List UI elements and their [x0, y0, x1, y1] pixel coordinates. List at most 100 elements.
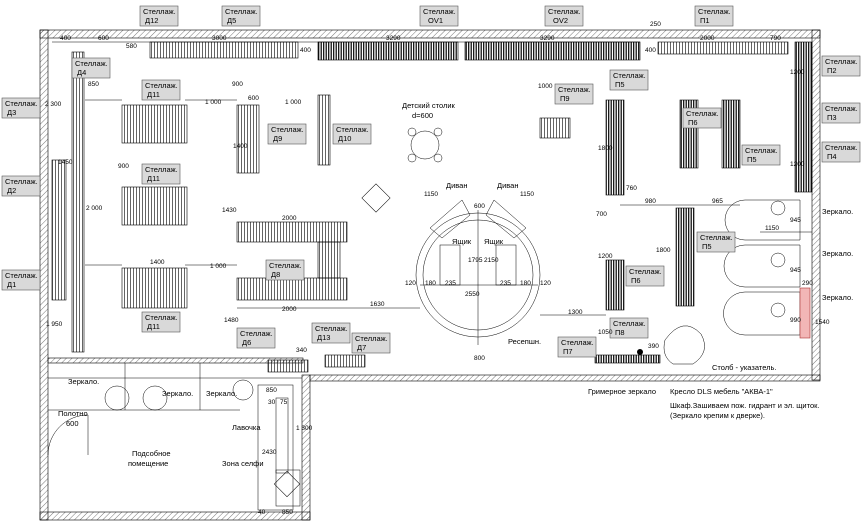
svg-text:Стеллаж.: Стеллаж.: [613, 71, 646, 80]
door-swing: [47, 414, 89, 456]
selfie-frame: [275, 469, 301, 507]
svg-text:Стеллаж.: Стеллаж.: [629, 267, 662, 276]
svg-text:1150: 1150: [765, 225, 779, 232]
svg-text:3290: 3290: [540, 35, 555, 42]
svg-text:П8: П8: [615, 328, 625, 337]
svg-text:Д11: Д11: [147, 322, 160, 331]
tag-d12: Стеллаж.Д12: [139, 5, 179, 27]
tag-d2: Стеллаж.Д2: [1, 175, 41, 197]
mirror-label-4: Зеркало.: [822, 207, 853, 216]
svg-text:850: 850: [266, 387, 277, 394]
svg-text:340: 340: [296, 347, 307, 354]
svg-text:П6: П6: [688, 118, 698, 127]
svg-text:2 000: 2 000: [86, 205, 103, 212]
tag-d4: Стеллаж.Д4: [71, 57, 111, 79]
rack-d9: [236, 104, 260, 174]
svg-text:75: 75: [280, 399, 288, 406]
svg-text:2000: 2000: [282, 306, 297, 313]
svg-text:П5: П5: [747, 155, 757, 164]
dimension-lines: [52, 41, 812, 345]
sofa-right: [485, 199, 527, 239]
svg-text:Д3: Д3: [7, 108, 16, 117]
svg-text:1 000: 1 000: [285, 99, 302, 106]
tag-d1: Стеллаж.Д1: [1, 269, 41, 291]
rack-d1-d4: [71, 51, 85, 353]
rack-ov2: [464, 41, 641, 61]
svg-text:1200: 1200: [790, 161, 805, 168]
reception: [273, 127, 541, 498]
door-width: 600: [66, 419, 79, 428]
svg-text:Д9: Д9: [273, 134, 282, 143]
rack-d11-top: [121, 104, 188, 144]
svg-text:Стеллаж.: Стеллаж.: [145, 165, 178, 174]
svg-text:235: 235: [500, 280, 511, 287]
svg-text:Стеллаж.: Стеллаж.: [700, 233, 733, 242]
svg-text:Д12: Д12: [145, 16, 158, 25]
racks: [51, 41, 813, 373]
svg-text:1 000: 1 000: [205, 99, 222, 106]
svg-text:Д1: Д1: [7, 280, 16, 289]
svg-text:Стеллаж.: Стеллаж.: [5, 177, 38, 186]
cabinet-label-2: (Зеркало крепим к дверке).: [670, 411, 765, 420]
svg-text:Стеллаж.: Стеллаж.: [271, 125, 304, 134]
tag-p5b: Стеллаж.П5: [741, 144, 781, 166]
tag-d10: Стеллаж.Д10: [332, 123, 372, 145]
svg-text:965: 965: [712, 198, 723, 205]
svg-text:Д11: Д11: [147, 90, 160, 99]
box-right-label: Ящик: [484, 237, 504, 246]
svg-text:1630: 1630: [370, 301, 385, 308]
rack-p1: [657, 41, 789, 55]
svg-text:3290: 3290: [386, 35, 401, 42]
svg-text:П5: П5: [615, 80, 625, 89]
svg-text:П3: П3: [827, 113, 837, 122]
svg-text:2550: 2550: [465, 291, 480, 298]
svg-text:2430: 2430: [262, 449, 277, 456]
tag-d13: Стеллаж.Д13: [311, 322, 351, 344]
svg-text:П1: П1: [700, 16, 710, 25]
tag-p6a: Стеллаж.П6: [682, 107, 722, 129]
pointer-post-label: Столб - указатель.: [712, 363, 776, 372]
cabinet-label-1: Шкаф.Зашиваем пож. гидрант и эл. щиток.: [670, 401, 820, 410]
svg-text:Стеллаж.: Стеллаж.: [5, 99, 38, 108]
tag-d9: Стеллаж.Д9: [267, 123, 307, 145]
tag-d11-top: Стеллаж.Д11: [141, 79, 181, 101]
svg-text:945: 945: [790, 217, 801, 224]
svg-text:П6: П6: [631, 276, 641, 285]
rack-d11-bottom: [121, 267, 188, 309]
svg-text:1200: 1200: [598, 253, 613, 260]
svg-text:900: 900: [232, 81, 243, 88]
svg-text:580: 580: [126, 43, 137, 50]
svg-text:2 300: 2 300: [45, 101, 62, 108]
bench-label: Лавочка: [232, 423, 261, 432]
rack-p9: [539, 117, 571, 139]
svg-text:600: 600: [474, 203, 485, 210]
svg-text:1400: 1400: [150, 259, 165, 266]
door-label: Полотно: [58, 409, 88, 418]
svg-text:Стеллаж.: Стеллаж.: [315, 324, 348, 333]
svg-text:250: 250: [650, 21, 661, 28]
svg-text:Стеллаж.: Стеллаж.: [548, 7, 581, 16]
box-left-label: Ящик: [452, 237, 472, 246]
mirror-round-1: [104, 385, 130, 411]
svg-text:800: 800: [474, 355, 485, 362]
utility-partitions: [47, 363, 302, 511]
svg-text:120: 120: [405, 280, 416, 287]
svg-text:Стеллаж.: Стеллаж.: [336, 125, 369, 134]
svg-text:1 000: 1 000: [210, 263, 227, 270]
box-right: [495, 244, 517, 286]
svg-text:120: 120: [540, 280, 551, 287]
tag-d11-mid: Стеллаж.Д11: [141, 163, 181, 185]
mirror-red: [799, 287, 811, 339]
svg-text:945: 945: [790, 267, 801, 274]
fitting-booth-1: [724, 199, 801, 241]
svg-text:1480: 1480: [224, 317, 239, 324]
svg-text:900: 900: [118, 163, 129, 170]
rack-p6c: [605, 259, 625, 311]
svg-text:Стеллаж.: Стеллаж.: [686, 109, 719, 118]
rack-p5: [721, 99, 741, 169]
svg-text:Д5: Д5: [227, 16, 236, 25]
tag-p6b: Стеллаж.П6: [625, 265, 665, 287]
svg-text:Д7: Д7: [357, 343, 366, 352]
svg-text:1150: 1150: [520, 191, 534, 198]
svg-text:1200: 1200: [790, 69, 805, 76]
